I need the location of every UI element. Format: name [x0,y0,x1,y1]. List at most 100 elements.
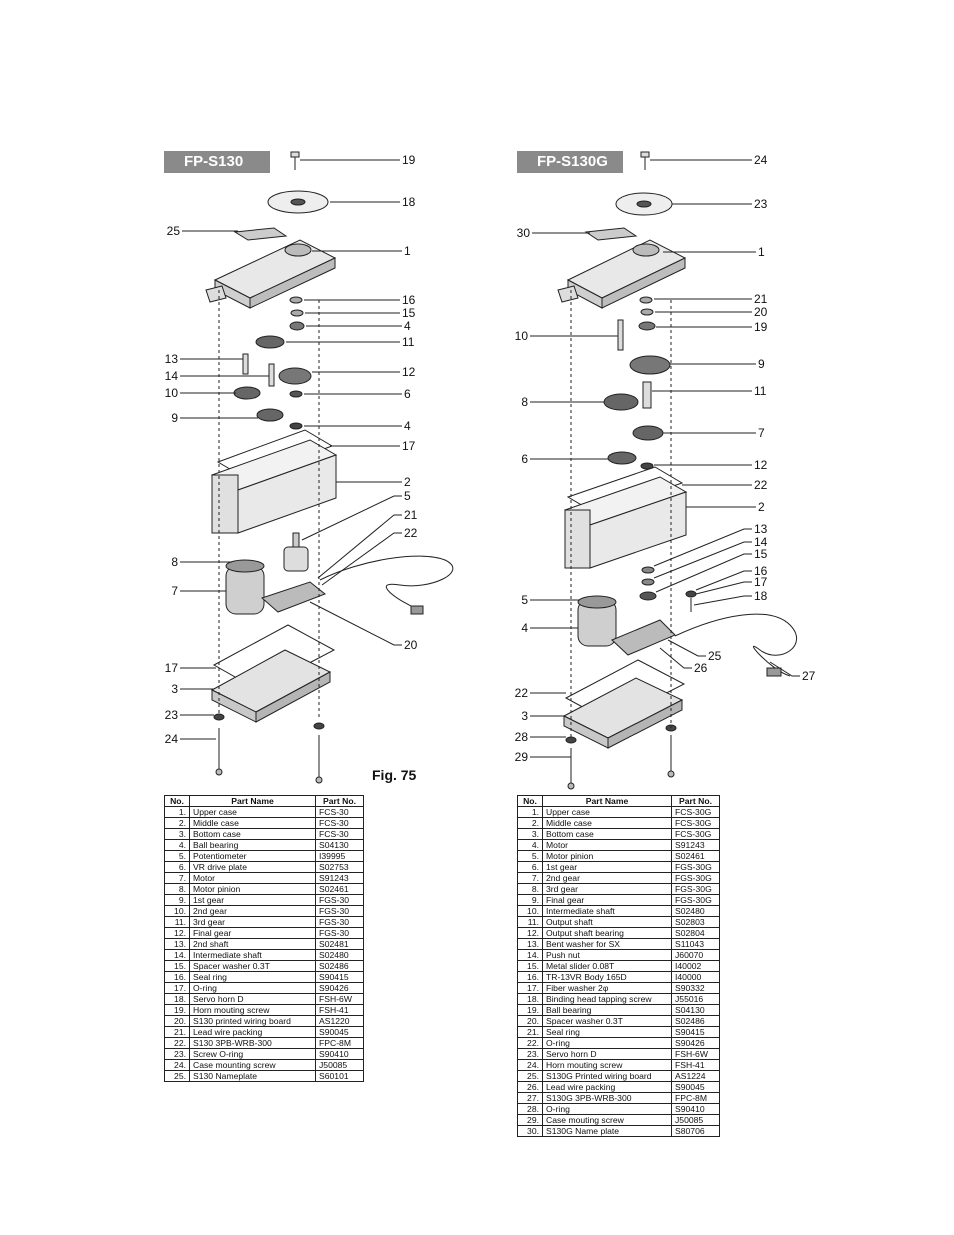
callout-number: 10 [165,386,179,400]
callout-leader-line [667,639,706,657]
part-name: Ball bearing [189,839,316,851]
part-number-index: 19. [164,1004,190,1016]
callout-number: 19 [754,320,768,334]
part-code: S90045 [315,1026,364,1038]
callout-leader-line [317,514,402,579]
part-number-index: 9. [517,894,543,906]
part-code: J50085 [671,1114,720,1126]
part-name: Push nut [542,949,672,961]
part-name: Output shaft bearing [542,927,672,939]
callout-number: 25 [167,224,181,238]
part-number-index: 2. [164,817,190,829]
callout-leader-line [655,553,752,593]
part-name: Horn mouting screw [189,1004,316,1016]
callout-number: 9 [758,357,765,371]
servo-horn-part [615,192,673,216]
part-name: VR drive plate [189,861,316,873]
part-code: AS1220 [315,1015,364,1027]
part-name: Screw O-ring [189,1048,316,1060]
part-name: O-ring [542,1103,672,1115]
callout-leader-line [309,601,402,646]
part-name: Lead wire packing [542,1081,672,1093]
part-code: S02480 [315,949,364,961]
callout-leader-line [653,541,752,579]
part-number-index: 15. [164,960,190,972]
callout-number: 26 [694,661,708,675]
part-number-index: 23. [517,1048,543,1060]
callout-number: 23 [165,708,179,722]
part-name: TR-13VR Body 165D [542,971,672,983]
part-number-index: 4. [517,839,543,851]
part-code: S91243 [315,872,364,884]
part-number-index: 22. [517,1037,543,1049]
part-number-index: 5. [164,850,190,862]
part-name: Case mouting screw [542,1114,672,1126]
callout-number: 20 [754,305,768,319]
upper-case-part [557,239,687,309]
callout-number: 18 [754,589,768,603]
part-name: Binding head tapping screw [542,993,672,1005]
part-name: Upper case [542,806,672,818]
part-number-index: 24. [517,1059,543,1071]
part-code: S02486 [671,1015,720,1027]
part-name: Seal ring [542,1026,672,1038]
callout-leader-line [695,581,752,595]
part-name: Bent washer for SX [542,938,672,950]
part-name: Ball bearing [542,1004,672,1016]
part-name: Lead wire packing [189,1026,316,1038]
part-code: FSH-41 [671,1059,720,1071]
part-code: FSH-6W [671,1048,720,1060]
column-header-part-no: Part No. [315,795,364,807]
middle-case-part [210,439,338,534]
table-header-row: No. Part Name Part No. [164,795,364,807]
part-number-index: 29. [517,1114,543,1126]
case-screws-part [567,735,675,790]
part-name: Potentiometer [189,850,316,862]
part-code: S91243 [671,839,720,851]
part-code: FPC-8M [671,1092,720,1104]
callout-number: 3 [171,682,178,696]
part-code: FGS-30G [671,861,720,873]
part-code: S02461 [671,850,720,862]
callout-number: 12 [754,458,768,472]
part-name: S130 Nameplate [189,1070,316,1082]
part-number-index: 1. [164,806,190,818]
callout-number: 12 [402,365,416,379]
part-name: 2nd shaft [189,938,316,950]
part-code: S90426 [671,1037,720,1049]
callout-number: 11 [402,335,415,349]
callout-number: 28 [515,730,529,744]
callout-number: 17 [754,575,768,589]
part-code: FSH-41 [315,1004,364,1016]
part-code: FGS-30 [315,916,364,928]
callout-leader-line [321,532,402,586]
part-number-index: 17. [517,982,543,994]
part-code: S90410 [315,1048,364,1060]
part-name: Servo horn D [542,1048,672,1060]
callout-number: 30 [517,226,531,240]
part-number-index: 23. [164,1048,190,1060]
